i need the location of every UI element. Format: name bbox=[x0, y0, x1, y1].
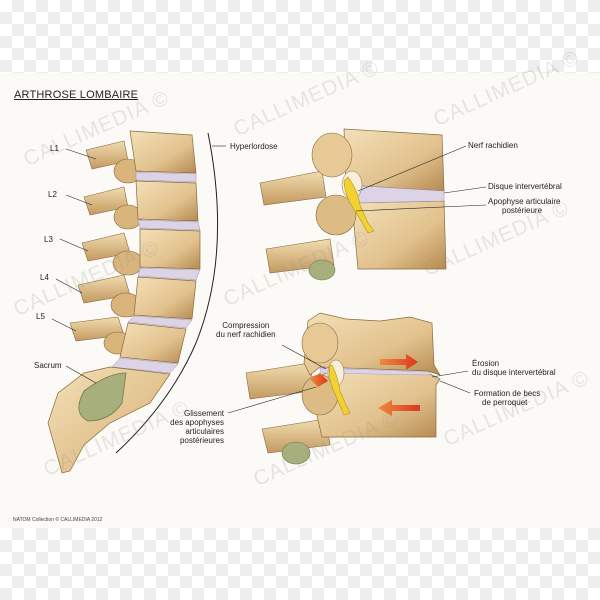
erosion-arrows bbox=[310, 354, 420, 416]
anatomy-illustration bbox=[47, 128, 487, 474]
spinal-nerve bbox=[343, 176, 375, 234]
label-line: postérieures bbox=[179, 436, 224, 445]
illustration-sheet bbox=[0, 73, 600, 528]
label-becs-de-perroquet: Formation de becs de perroquet bbox=[474, 389, 540, 407]
label-erosion: Érosion du disque intervertébral bbox=[472, 359, 556, 377]
label-line: de perroquet bbox=[482, 398, 528, 407]
label-l3: L3 bbox=[44, 235, 53, 244]
label-compression: Compression du nerf rachidien bbox=[216, 321, 276, 339]
arthritic-vertebrae-figure bbox=[227, 312, 471, 465]
spine-leader-lines bbox=[51, 145, 226, 384]
normal-vertebrae-figure bbox=[259, 128, 487, 281]
label-hyperlordose: Hyperlordose bbox=[230, 142, 278, 151]
page-title: ARTHROSE LOMBAIRE bbox=[14, 89, 139, 101]
label-l5: L5 bbox=[36, 312, 45, 321]
label-line: Érosion bbox=[472, 359, 500, 368]
label-line: des apophyses bbox=[170, 418, 224, 427]
label-line: du nerf rachidien bbox=[216, 330, 276, 339]
label-sacrum: Sacrum bbox=[34, 361, 62, 370]
label-l1: L1 bbox=[50, 144, 59, 153]
sacroiliac-joint bbox=[78, 372, 127, 422]
label-nerf-rachidien: Nerf rachidien bbox=[468, 141, 518, 150]
lumbar-spine-figure bbox=[47, 130, 226, 474]
label-line: articulaires bbox=[185, 427, 224, 436]
label-l2: L2 bbox=[48, 190, 57, 199]
label-line: postérieure bbox=[502, 206, 543, 215]
compressed-nerve bbox=[329, 364, 351, 416]
vertebral-bodies bbox=[119, 130, 201, 364]
hyperlordose-curve bbox=[115, 132, 219, 454]
label-glissement: Glissement des apophyses articulaires po… bbox=[152, 409, 224, 445]
eroded-disc bbox=[319, 367, 431, 376]
label-apophyse-articulaire: Apophyse articulaire postérieure bbox=[488, 197, 560, 215]
label-l4: L4 bbox=[40, 273, 49, 282]
credit-line: NATOM Collection © CALLIMEDIA 2012 bbox=[13, 517, 103, 523]
label-line: Compression bbox=[222, 321, 270, 330]
label-disque-intervertebral: Disque intervertébral bbox=[488, 182, 562, 191]
label-line: Glissement bbox=[183, 409, 224, 418]
intervertebral-discs bbox=[111, 171, 201, 374]
sacrum bbox=[47, 366, 171, 474]
label-line: du disque intervertébral bbox=[472, 368, 556, 377]
label-line: Apophyse articulaire bbox=[488, 197, 561, 206]
label-line: Formation de becs bbox=[474, 389, 541, 398]
